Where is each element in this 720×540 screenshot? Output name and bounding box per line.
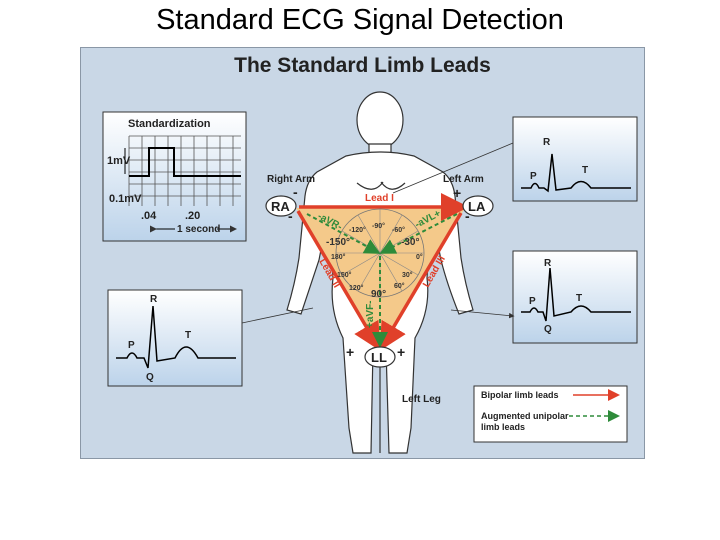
- legend-augmented-label-1: Augmented unipolar: [481, 411, 569, 421]
- lead-ii-tracing-panel: R P Q T: [107, 289, 243, 387]
- ll-plus-right: +: [397, 344, 405, 360]
- figure-title: The Standard Limb Leads: [234, 54, 491, 77]
- tick-04: .04: [141, 210, 157, 222]
- angle-neg90: -90°: [372, 222, 385, 230]
- wave-p-1: P: [530, 171, 537, 182]
- angle-60: 60°: [394, 282, 405, 290]
- label-1mv: 1mV: [107, 155, 131, 167]
- angle-neg30: -30°: [401, 237, 419, 248]
- wave-r-3: R: [544, 258, 552, 269]
- limb-leads-figure: The Standard Limb Leads Standardization: [80, 47, 645, 459]
- ll-electrode: LL: [364, 346, 396, 368]
- ra-electrode: RA: [265, 195, 297, 217]
- wave-t-2: T: [185, 330, 191, 341]
- tick-20: .20: [185, 210, 200, 222]
- slide-title: Standard ECG Signal Detection: [156, 4, 564, 36]
- angle-150: 150°: [337, 271, 352, 279]
- ll-plus-left: +: [346, 344, 354, 360]
- la-electrode: LA: [462, 195, 494, 217]
- angle-90: 90°: [371, 289, 386, 300]
- la-minus: -: [465, 208, 470, 224]
- standardization-panel: Standardization 1mV 0.1mV .04 .20 1 seco…: [102, 111, 247, 242]
- la-plus: +: [453, 185, 461, 201]
- avf-label: +aVF-: [365, 300, 376, 328]
- svg-text:RA: RA: [271, 199, 290, 214]
- standardization-heading: Standardization: [128, 118, 211, 130]
- left-arm-label: Left Arm: [443, 174, 484, 185]
- legend-augmented-label-2: limb leads: [481, 422, 525, 432]
- svg-text:LA: LA: [468, 199, 486, 214]
- left-leg-label: Left Leg: [402, 394, 441, 405]
- angle-180: 180°: [331, 253, 346, 261]
- angle-120: 120°: [349, 284, 364, 292]
- legend-box: Bipolar limb leads Augmented unipolar li…: [473, 385, 628, 443]
- svg-text:LL: LL: [371, 350, 387, 365]
- wave-t-1: T: [582, 165, 588, 176]
- angle-0: 0°: [416, 253, 423, 261]
- angle-neg60: -60°: [392, 226, 405, 234]
- wave-q-3: Q: [544, 324, 552, 335]
- wave-p-2: P: [128, 340, 135, 351]
- angle-30: 30°: [402, 271, 413, 279]
- wave-p-3: P: [529, 296, 536, 307]
- limb-leads-diagram: Standardization 1mV 0.1mV .04 .20 1 seco…: [102, 91, 638, 454]
- legend-bipolar-label: Bipolar limb leads: [481, 390, 559, 400]
- einthoven-triangle: [296, 193, 469, 352]
- wave-q-2: Q: [146, 372, 154, 383]
- lead-iii-tracing-panel: R P Q T: [512, 250, 638, 344]
- angle-neg120: -120°: [349, 226, 366, 234]
- right-arm-label: Right Arm: [267, 174, 315, 185]
- wave-r-2: R: [150, 294, 158, 305]
- wave-r-1: R: [543, 137, 551, 148]
- lead-i-tracing-panel: R P T: [512, 116, 638, 202]
- lead-i-label: Lead I: [365, 193, 394, 204]
- one-second-label: 1 second: [177, 224, 220, 235]
- ra-minus-top: -: [293, 184, 298, 200]
- ra-minus-bottom: -: [288, 208, 293, 224]
- angle-neg150: -150°: [326, 237, 350, 248]
- wave-t-3: T: [576, 293, 582, 304]
- label-0-1mv: 0.1mV: [109, 193, 142, 205]
